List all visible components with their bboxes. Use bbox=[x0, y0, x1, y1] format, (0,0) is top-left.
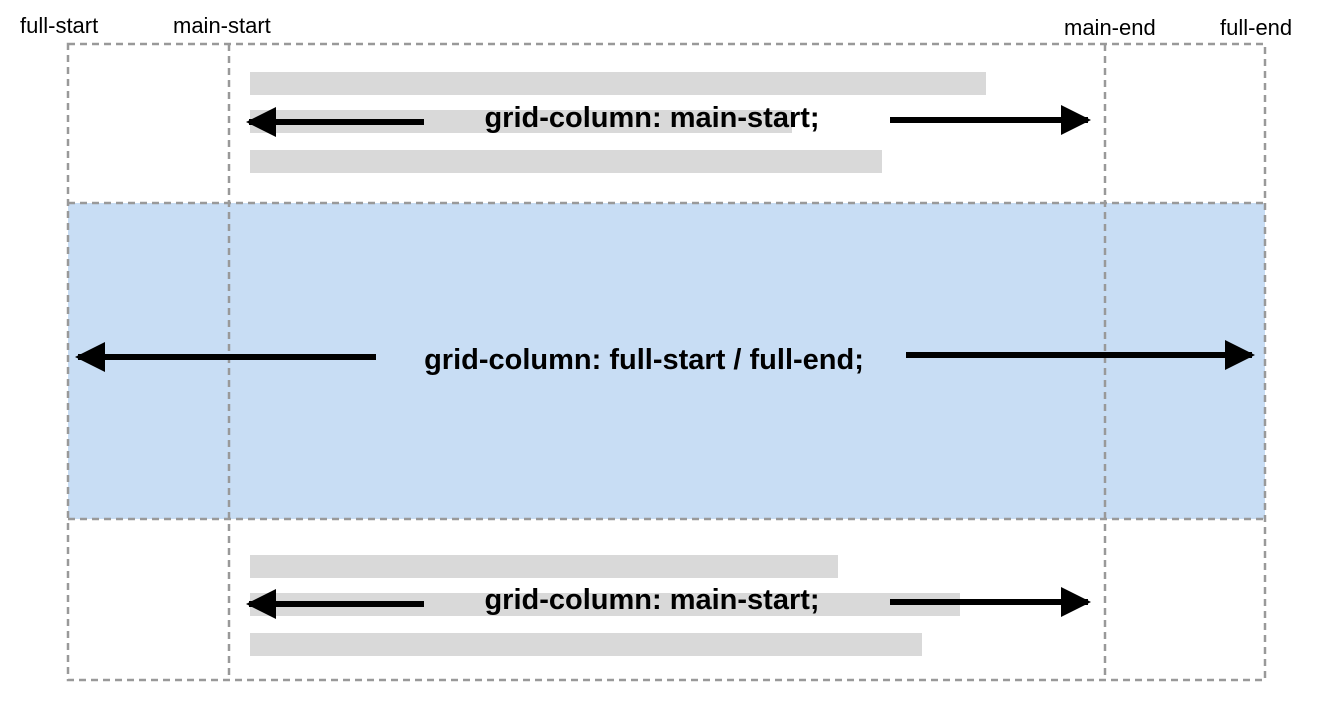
label-full-start: full-start bbox=[20, 13, 98, 38]
top-row-label: grid-column: main-start; bbox=[484, 102, 819, 134]
grid-outer-border bbox=[66, 42, 1267, 682]
top-row-placeholder-bar-2 bbox=[250, 110, 792, 133]
top-row-placeholder-bar-3 bbox=[250, 150, 882, 173]
label-full-end: full-end bbox=[1220, 15, 1292, 40]
bottom-row-placeholder-bar-3 bbox=[250, 633, 922, 656]
grid-lines bbox=[66, 42, 1267, 682]
bottom-row-placeholder-bar-2 bbox=[250, 593, 960, 616]
label-main-start: main-start bbox=[173, 13, 271, 38]
bottom-row-placeholder-bar-1 bbox=[250, 555, 838, 578]
arrows bbox=[75, 105, 1255, 619]
top-row-placeholder-bar-1 bbox=[250, 72, 986, 95]
middle-row-label: grid-column: full-start / full-end; bbox=[424, 344, 864, 376]
full-width-row-background bbox=[68, 203, 1265, 519]
label-main-end: main-end bbox=[1064, 15, 1156, 40]
bottom-row-label: grid-column: main-start; bbox=[484, 584, 819, 616]
